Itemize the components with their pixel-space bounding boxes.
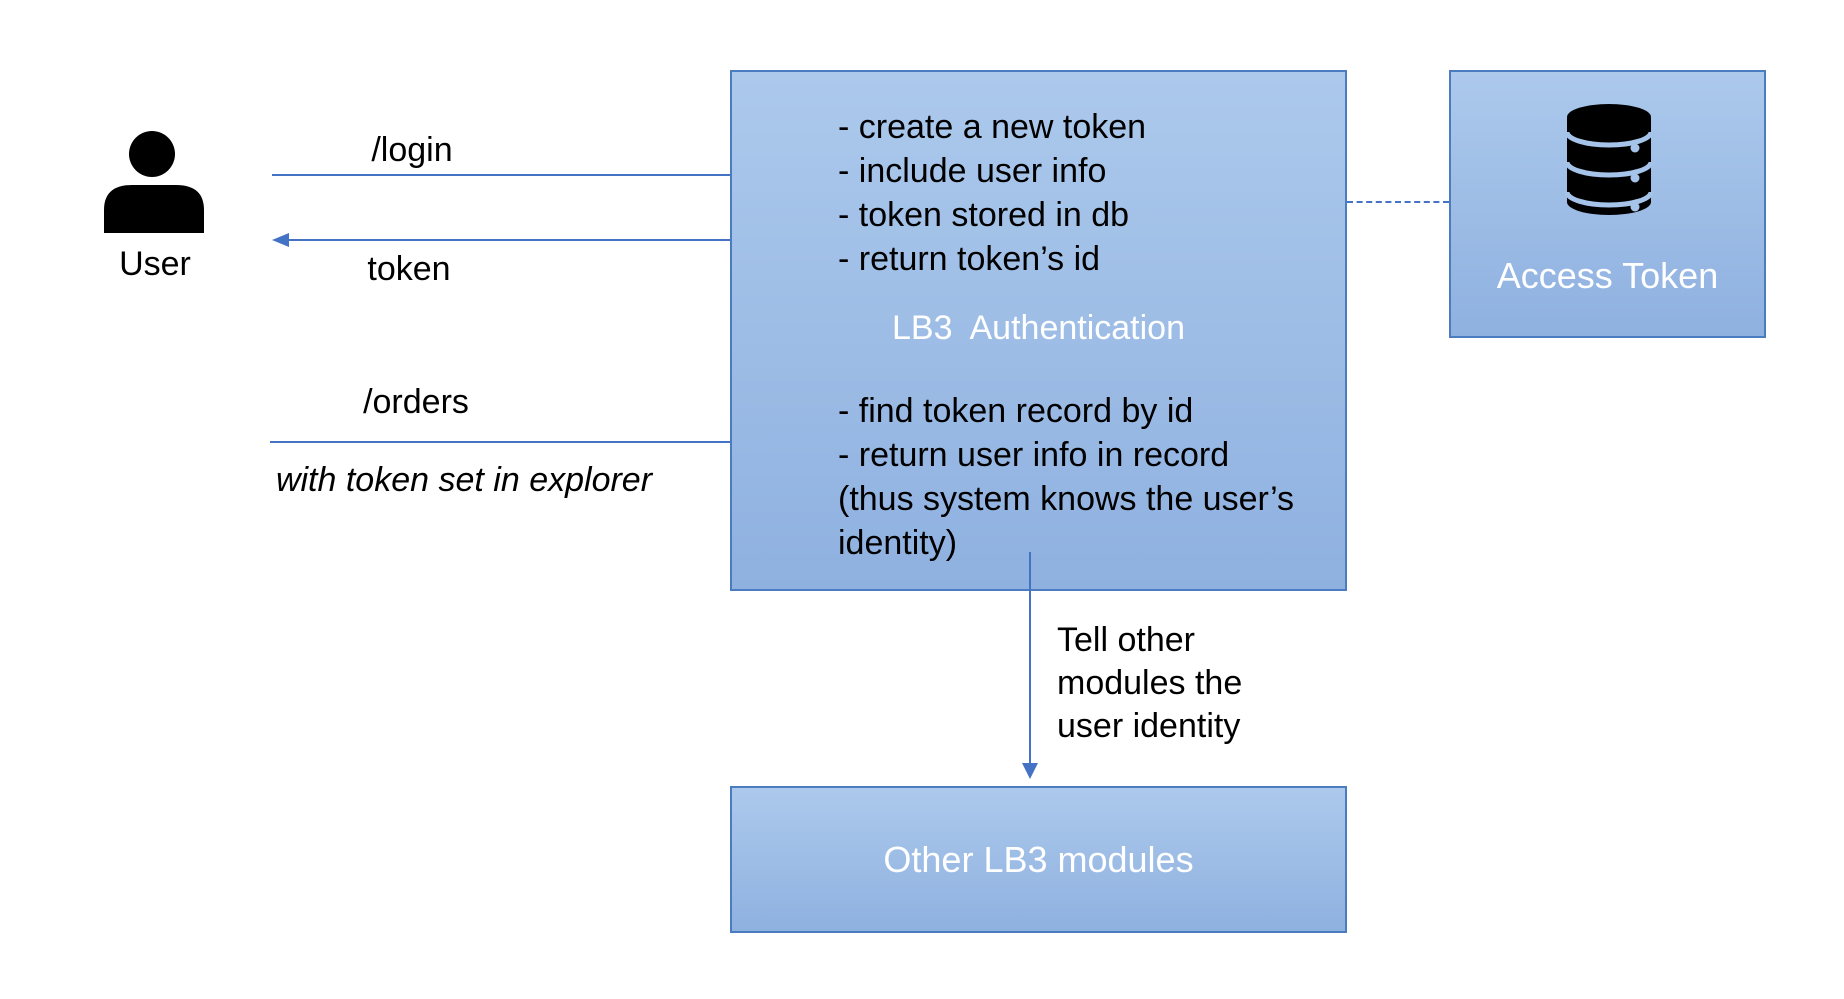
- access-token-label: Access Token: [1496, 255, 1719, 296]
- modules-box-label: Other LB3 modules: [883, 838, 1194, 880]
- orders-label: /orders: [363, 383, 469, 421]
- user-label: User: [119, 245, 191, 283]
- auth-box: - create a new token - include user info…: [730, 70, 1347, 591]
- auth-login-step: - create a new token: [838, 108, 1147, 146]
- token-label: token: [367, 250, 451, 288]
- database-icon: [1565, 104, 1653, 215]
- token-arrowhead-icon: [272, 233, 289, 247]
- modules-arrowhead-icon: [1022, 763, 1038, 779]
- auth-login-step: - token stored in db: [838, 196, 1130, 234]
- login-arrow-line: [272, 174, 780, 176]
- auth-order-step: identity): [838, 524, 958, 562]
- access-token-box: Access Token: [1449, 70, 1766, 338]
- auth-order-step: (thus system knows the user’s: [838, 480, 1295, 518]
- auth-to-modules-line: [1029, 552, 1031, 764]
- auth-order-step: - find token record by id: [838, 392, 1194, 430]
- orders-arrow-line: [270, 441, 780, 443]
- auth-login-step: - include user info: [838, 152, 1107, 190]
- auth-to-store-dashed-line: [1347, 201, 1449, 203]
- connector-note: Tell other modules the user identity: [1057, 621, 1243, 745]
- auth-login-step: - return token’s id: [838, 240, 1101, 278]
- login-label: /login: [371, 131, 453, 169]
- auth-box-title: LB3 Authentication: [891, 309, 1185, 347]
- orders-note: with token set in explorer: [275, 461, 653, 499]
- auth-order-step: - return user info in record: [838, 436, 1230, 474]
- token-arrow-line: [289, 239, 789, 241]
- modules-box: Other LB3 modules: [730, 786, 1347, 933]
- person-icon: [104, 131, 204, 233]
